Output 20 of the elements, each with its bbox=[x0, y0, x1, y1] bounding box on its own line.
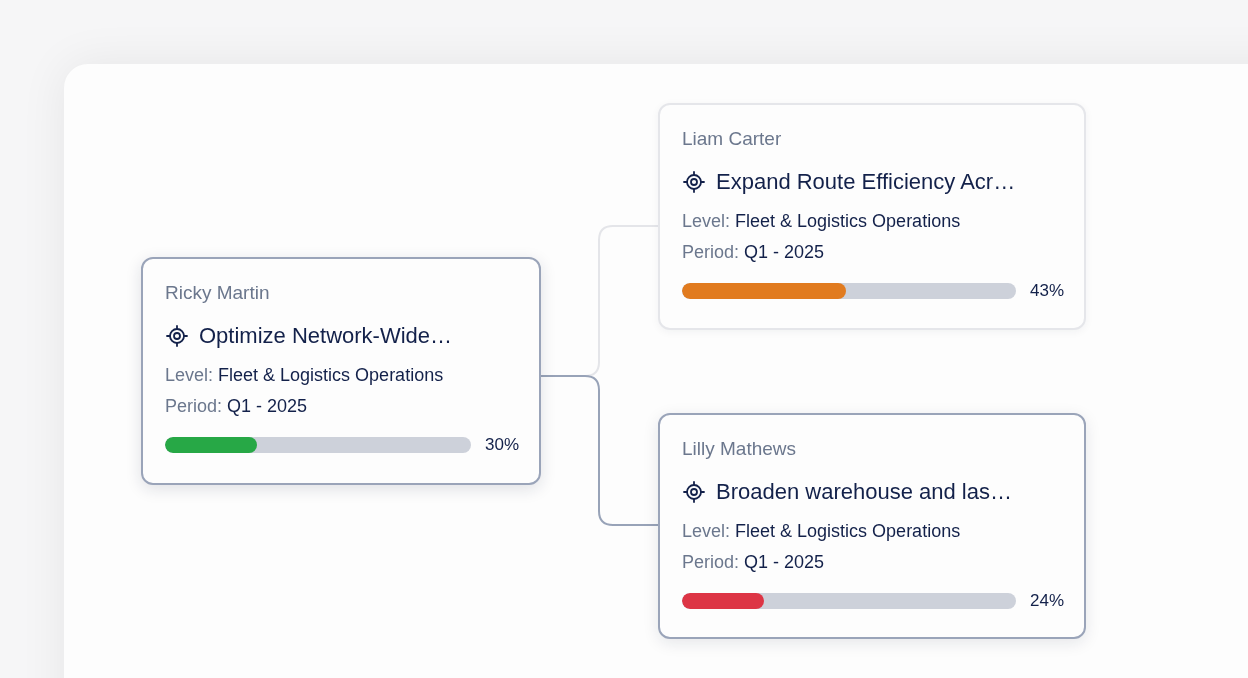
detail-text: Period: Q1 - 2025 bbox=[682, 241, 825, 264]
connector-line bbox=[584, 375, 659, 526]
goal-card bbox=[658, 103, 1086, 330]
goal-title: Broaden warehouse and las… bbox=[716, 478, 1012, 506]
goal-card bbox=[658, 413, 1086, 639]
percent-value: 30% bbox=[484, 434, 519, 456]
person-name: Lilly Mathews bbox=[682, 437, 797, 461]
detail-text: Level: Fleet & Logistics Operations bbox=[682, 520, 961, 543]
percent-value: 43% bbox=[1029, 280, 1064, 302]
detail-text: Period: Q1 - 2025 bbox=[682, 551, 825, 574]
goal-title: Optimize Network-Wide… bbox=[199, 322, 453, 350]
detail-text: Level: Fleet & Logistics Operations bbox=[682, 210, 961, 233]
connector-line bbox=[540, 375, 586, 377]
person-name: Liam Carter bbox=[682, 127, 782, 151]
goal-title: Expand Route Efficiency Acr… bbox=[716, 168, 1016, 196]
person-name: Ricky Martin bbox=[165, 281, 270, 305]
goal-card bbox=[141, 257, 541, 485]
detail-text: Period: Q1 - 2025 bbox=[165, 395, 308, 418]
percent-value: 24% bbox=[1029, 590, 1064, 612]
detail-text: Level: Fleet & Logistics Operations bbox=[165, 364, 444, 387]
